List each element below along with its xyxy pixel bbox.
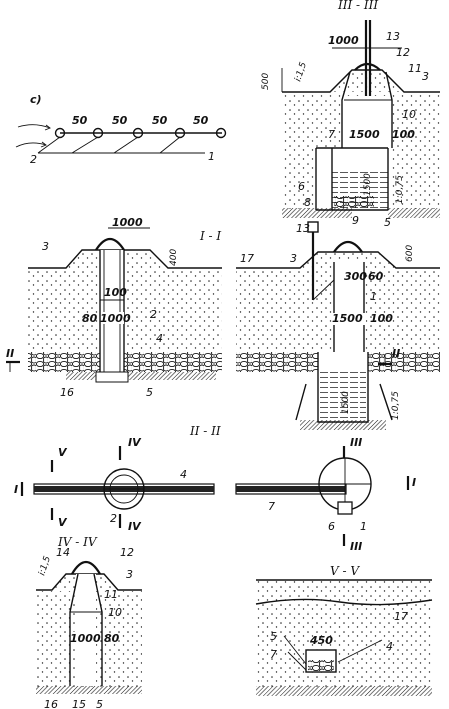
sec2l-label-2: 2 xyxy=(110,512,117,525)
plan-spacing-2: 50 xyxy=(112,114,128,127)
sec1l-dim-height: 400 xyxy=(169,249,179,266)
sec4-label-11: 11 xyxy=(104,588,118,601)
sec1r-dim-ratio: 1:0,75 xyxy=(391,391,401,420)
sec1l-dim-inner: 1000 xyxy=(100,312,131,325)
sec1l-dim-small: 100 xyxy=(104,286,127,299)
sec3-dim-top: 1000 xyxy=(328,34,359,47)
sec3-dim-side: 100 xyxy=(392,128,415,141)
sec1r-label-1: 1 xyxy=(370,290,377,303)
sec5-label-5: 5 xyxy=(270,630,277,643)
sec1r-dim-width: 1500 xyxy=(332,312,363,325)
sec4-dim-slope: i:1,5 xyxy=(37,555,53,577)
sec4-label-16: 16 xyxy=(44,698,58,709)
sec2r-label-6: 6 xyxy=(328,520,335,533)
sec3-dim-slope: i:1,5 xyxy=(293,61,309,83)
sec3-label-3: 3 xyxy=(422,70,429,83)
sec4-label-14: 14 xyxy=(56,546,70,559)
plan-letter: с) xyxy=(30,93,42,106)
plan-spacing-3: 50 xyxy=(152,114,168,127)
sec1r-dim-well: 1500 xyxy=(341,391,351,414)
plan-label-right: 1 xyxy=(208,150,215,163)
section-iv-title: IV - IV xyxy=(57,535,98,549)
sec5-label-4: 4 xyxy=(386,640,393,653)
sec4-label-12: 12 xyxy=(120,546,134,559)
sec1l-label-5: 5 xyxy=(146,386,153,399)
sec1l-cut: II xyxy=(6,347,14,360)
sec3-label-7: 7 xyxy=(328,128,335,141)
sec4-dim-side: 80 xyxy=(104,632,120,645)
sec3-label-13: 13 xyxy=(386,30,400,43)
sec2l-cut-i: I xyxy=(14,483,18,496)
sec3-dim-width: 1500 xyxy=(349,128,380,141)
sec5-label-7: 7 xyxy=(270,648,277,661)
section-v: V - V 450 17 5 7 4 xyxy=(255,564,433,696)
sec4-label-5: 5 xyxy=(96,698,103,709)
plan-view: с) 50 50 50 50 2 1 xyxy=(15,93,227,166)
sec1r-cut: II xyxy=(392,347,400,360)
sec1r-dim-side: 60 xyxy=(368,270,384,283)
sec1r-dim-small: 300 xyxy=(344,270,367,283)
sec2r-cut-i: I xyxy=(412,476,416,489)
section-i-title: I - I xyxy=(199,229,221,243)
sec4-dim-inner: 1000 xyxy=(70,632,101,645)
sec2r-label-7: 7 xyxy=(268,500,275,513)
sec3-label-6: 6 xyxy=(298,180,305,193)
sec2l-cut-iv-top: IV xyxy=(128,436,142,449)
section-iii: III - III 1000 i:1,5 500 1500 100 xyxy=(261,0,440,229)
section-i-left: 1000 400 100 80 1000 3 2 4 16 5 II xyxy=(6,216,222,399)
section-iv: IV - IV i:1,5 1000 80 14 12 3 11 10 16 1… xyxy=(36,535,142,709)
plan-label-left: 2 xyxy=(30,153,37,166)
sec2l-cut-v-top: V xyxy=(58,446,68,459)
plan-spacing-4: 50 xyxy=(193,114,209,127)
sec3-label-12: 12 xyxy=(396,46,410,59)
sec4-label-3: 3 xyxy=(126,568,133,581)
sec3-label-9: 9 xyxy=(352,214,359,227)
section-ii-left: V IV I V IV 4 2 xyxy=(14,436,215,533)
sec1r-dim-side2: 100 xyxy=(370,312,393,325)
section-i-right: 600 300 60 1500 100 1500 1:0,75 13 17 3 … xyxy=(236,221,440,430)
sec3-dim-ratio: 1:0,75 xyxy=(395,175,405,204)
sec3-dim-well: 1500 xyxy=(363,173,373,196)
sec2r-cut-iii-top: III xyxy=(350,436,362,449)
sec1l-dim-side: 80 xyxy=(82,312,98,325)
sec1r-label-17: 17 xyxy=(240,252,254,265)
sec4-label-10: 10 xyxy=(108,606,122,619)
section-ii-right: III I III 7 6 1 xyxy=(235,436,416,553)
section-iii-title: III - III xyxy=(337,0,378,12)
plan-spacing-1: 50 xyxy=(72,114,88,127)
sec5-label-17: 17 xyxy=(394,610,408,623)
sec1l-dim-top: 1000 xyxy=(112,216,143,229)
sec1l-label-4: 4 xyxy=(156,332,163,345)
section-ii-title: II - II xyxy=(189,424,221,438)
sec4-label-15: 15 xyxy=(72,698,86,709)
sec2l-cut-v-bottom: V xyxy=(58,516,68,529)
sec3-label-5: 5 xyxy=(384,216,391,229)
sec3-dim-height: 500 xyxy=(261,73,271,90)
section-v-title: V - V xyxy=(330,564,360,578)
sec3-label-10: 10 xyxy=(402,108,416,121)
sec5-dim-width: 450 xyxy=(309,634,333,647)
sec1r-dim-height: 600 xyxy=(405,245,415,262)
sec3-label-8: 8 xyxy=(304,196,311,209)
sec1r-label-3: 3 xyxy=(290,252,297,265)
sec2r-cut-iii-bottom: III xyxy=(350,540,362,553)
sec2l-cut-iv-bottom: IV xyxy=(128,520,142,533)
sec2l-label-4: 4 xyxy=(180,468,187,481)
sec3-label-11: 11 xyxy=(408,62,422,75)
sec1l-label-2: 2 xyxy=(150,308,157,321)
sec1r-label-13: 13 xyxy=(296,222,310,235)
sec1l-label-16: 16 xyxy=(60,386,74,399)
sec1l-label-3: 3 xyxy=(42,240,49,253)
sec2r-label-1: 1 xyxy=(360,520,367,533)
